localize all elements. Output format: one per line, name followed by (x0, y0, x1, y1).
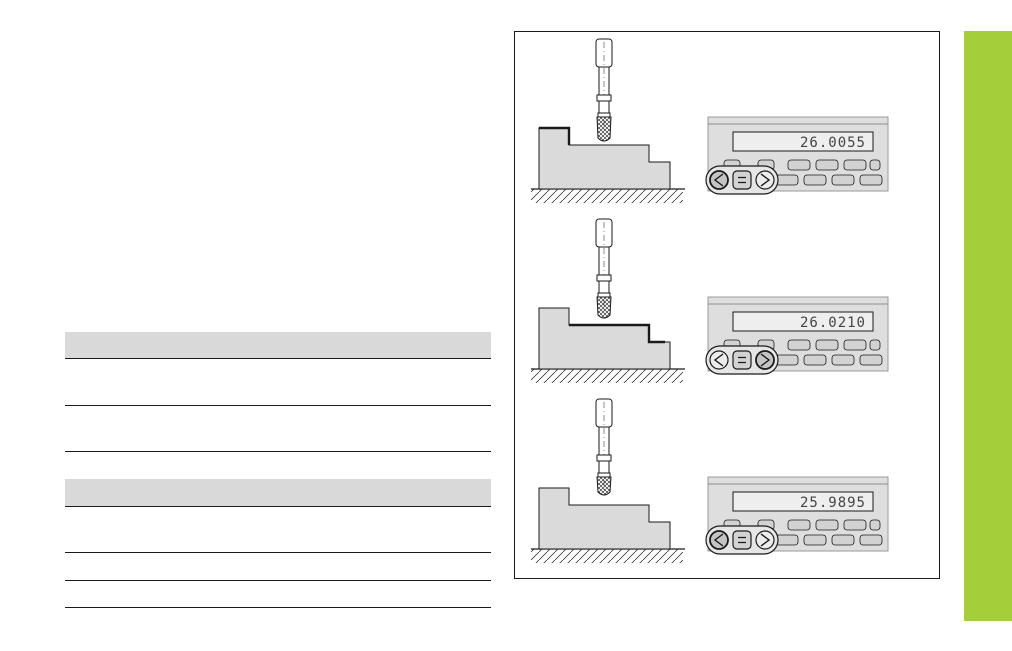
probe-ring (597, 292, 611, 298)
display-reading: 25.9895 (800, 495, 866, 511)
function-key (869, 159, 881, 171)
function-key (859, 354, 883, 366)
table-rule (65, 552, 491, 553)
ground-hatch (531, 549, 683, 563)
less-than-icon (713, 173, 724, 187)
greater-than-icon-key (755, 170, 775, 190)
function-key (859, 174, 883, 186)
equals-icon (738, 176, 746, 184)
probe-ring (597, 472, 611, 478)
probe-tip (596, 296, 612, 319)
greater-than-icon (760, 353, 771, 367)
panel-3: 25.9895 (531, 398, 889, 563)
table-header-band-1 (65, 332, 491, 358)
panel-2: 26.0210 (531, 218, 889, 383)
less-than-icon (713, 533, 724, 547)
equals-icon-key (732, 530, 752, 550)
probe-neck (598, 280, 610, 294)
less-than-icon (713, 353, 724, 367)
function-key (787, 339, 811, 351)
function-key (831, 534, 855, 546)
stepped-workpiece (538, 487, 671, 550)
ground-hatch (531, 189, 683, 203)
table-rule (65, 580, 491, 581)
function-key (843, 159, 867, 171)
probe-neck (598, 100, 610, 114)
contact-edge-highlight (539, 126, 571, 145)
contact-edge-highlight (569, 323, 665, 344)
probe-ring (597, 112, 611, 118)
equals-icon-key (732, 350, 752, 370)
function-key (843, 519, 867, 531)
equals-icon (738, 536, 746, 544)
function-key (815, 339, 839, 351)
function-key (787, 159, 811, 171)
probe-tip (596, 116, 612, 142)
function-key (775, 534, 799, 546)
display-window (732, 131, 874, 152)
probe-collar (596, 454, 612, 462)
table-header-band-2 (65, 479, 491, 506)
panel-1: 26.0055 (531, 38, 889, 203)
function-key (859, 534, 883, 546)
table-rule (65, 451, 491, 452)
probe-collar (596, 94, 612, 102)
function-key (831, 174, 855, 186)
function-key (869, 339, 881, 351)
less-than-icon-key (709, 350, 729, 370)
greater-than-icon-key (755, 350, 775, 370)
function-key (803, 534, 827, 546)
function-key (775, 354, 799, 366)
display-window (732, 311, 874, 332)
function-key (815, 519, 839, 531)
probe-collar (596, 274, 612, 282)
table-rule (65, 405, 491, 406)
measurement-illustration: 26.0055 26.0210 25.9895 (531, 38, 889, 563)
greater-than-icon-key (755, 530, 775, 550)
less-than-icon-key (709, 530, 729, 550)
equals-icon-key (732, 170, 752, 190)
table-rule (65, 358, 491, 359)
display-reading: 26.0210 (800, 315, 866, 331)
function-key (831, 354, 855, 366)
illustration-frame: 26.0055 26.0210 25.9895 (514, 31, 940, 579)
function-key (869, 519, 881, 531)
equals-icon (738, 356, 746, 364)
probe-tip (596, 476, 612, 496)
display-reading: 26.0055 (800, 135, 866, 151)
function-key (843, 339, 867, 351)
probe-neck (598, 460, 610, 474)
greater-than-icon (760, 533, 771, 547)
function-key (803, 354, 827, 366)
greater-than-icon (760, 173, 771, 187)
ground-hatch (531, 369, 683, 383)
table-rule (65, 506, 491, 507)
function-key (787, 519, 811, 531)
chapter-tab (964, 31, 1012, 621)
function-key (803, 174, 827, 186)
function-key (775, 174, 799, 186)
less-than-icon-key (709, 170, 729, 190)
display-window (732, 491, 874, 512)
table-rule (65, 607, 491, 608)
function-key (815, 159, 839, 171)
